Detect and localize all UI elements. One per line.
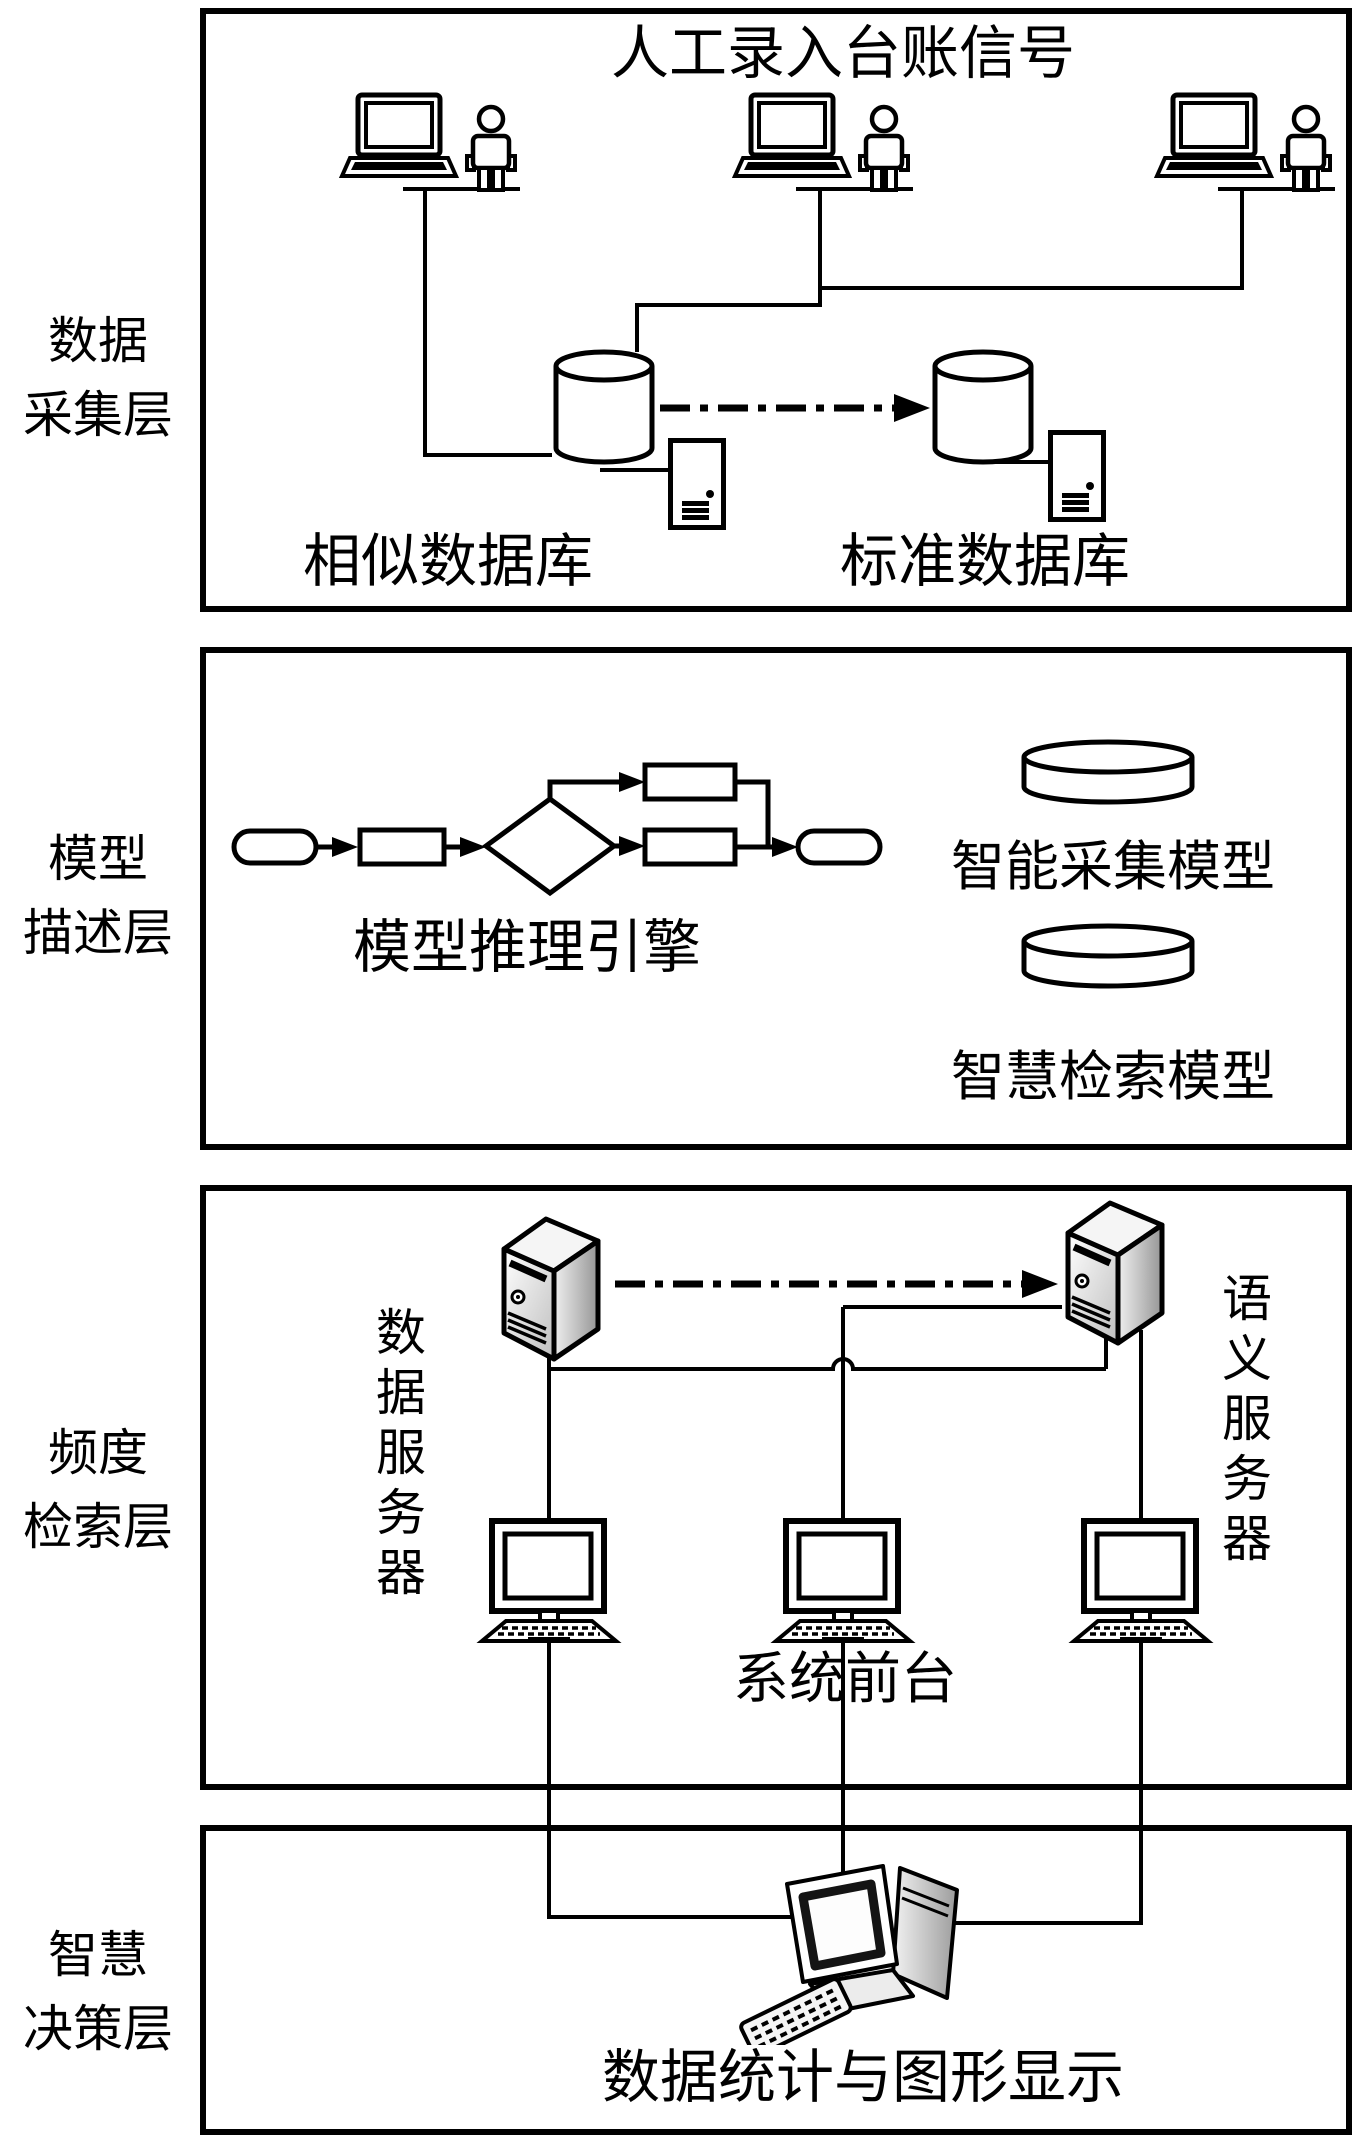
flow-process-node bbox=[357, 827, 447, 867]
station-to-database-wires bbox=[423, 189, 1244, 472]
model-layer-box bbox=[200, 647, 1352, 1150]
layer-label-line: 描述层 bbox=[23, 905, 173, 961]
document-icon bbox=[1048, 430, 1106, 522]
layer-label-line: 频度 bbox=[48, 1425, 148, 1481]
decision-layer-box bbox=[200, 1825, 1352, 2135]
layer-label-line: 采集层 bbox=[23, 387, 173, 443]
database-cylinder-icon bbox=[932, 349, 1034, 465]
desktop-monitor-icon bbox=[1068, 1518, 1214, 1643]
decision-caption: 数据统计与图形显示 bbox=[601, 2045, 1124, 2110]
flow-branch-mid-node bbox=[642, 827, 738, 867]
semantic-server-label: 语义服务器 bbox=[1215, 1272, 1271, 1572]
person-icon bbox=[858, 104, 910, 192]
flow-branch-top-node bbox=[642, 762, 738, 802]
server-tower-icon bbox=[501, 1216, 601, 1362]
model-disk-icon bbox=[1021, 739, 1195, 805]
server-terminal-wires bbox=[547, 1305, 1143, 1925]
data-server-label: 数据服务器 bbox=[369, 1306, 425, 1606]
layer-label-line: 智慧 bbox=[48, 1927, 148, 1983]
laptop-icon bbox=[731, 92, 853, 178]
layer-label-collection: 数据 采集层 bbox=[0, 304, 196, 452]
retrieve-model-label: 智慧检索模型 bbox=[951, 1047, 1275, 1107]
layer-label-line: 检索层 bbox=[23, 1499, 173, 1555]
similar-db-label: 相似数据库 bbox=[302, 529, 593, 594]
flowchart-icon bbox=[231, 762, 883, 897]
database-cylinder-icon bbox=[553, 349, 655, 465]
flow-end-node bbox=[795, 828, 883, 866]
layer-label-decision: 智慧 决策层 bbox=[0, 1918, 196, 2066]
laptop-icon bbox=[1153, 92, 1275, 178]
workstation-computer-icon bbox=[739, 1864, 959, 2045]
person-icon bbox=[465, 104, 517, 192]
layer-label-line: 决策层 bbox=[23, 2001, 173, 2057]
layer-label-line: 模型 bbox=[48, 831, 148, 887]
standard-db-label: 标准数据库 bbox=[839, 529, 1130, 594]
layer-label-model: 模型 描述层 bbox=[0, 822, 196, 970]
frontend-label: 系统前台 bbox=[733, 1649, 957, 1711]
collection-title: 人工录入台账信号 bbox=[610, 21, 1075, 86]
layer-label-retrieval: 频度 检索层 bbox=[0, 1416, 196, 1564]
flow-start-node bbox=[231, 828, 319, 866]
inference-engine-label: 模型推理引擎 bbox=[352, 915, 701, 980]
document-icon bbox=[668, 438, 726, 530]
flow-decision-node bbox=[481, 795, 619, 897]
laptop-icon bbox=[338, 92, 460, 178]
layer-label-line: 数据 bbox=[48, 313, 148, 369]
server-tower-icon bbox=[1065, 1200, 1165, 1346]
model-disk-icon bbox=[1021, 923, 1195, 989]
person-icon bbox=[1280, 104, 1332, 192]
collect-model-label: 智能采集模型 bbox=[951, 837, 1275, 897]
desktop-monitor-icon bbox=[770, 1518, 916, 1643]
desktop-monitor-icon bbox=[476, 1518, 622, 1643]
